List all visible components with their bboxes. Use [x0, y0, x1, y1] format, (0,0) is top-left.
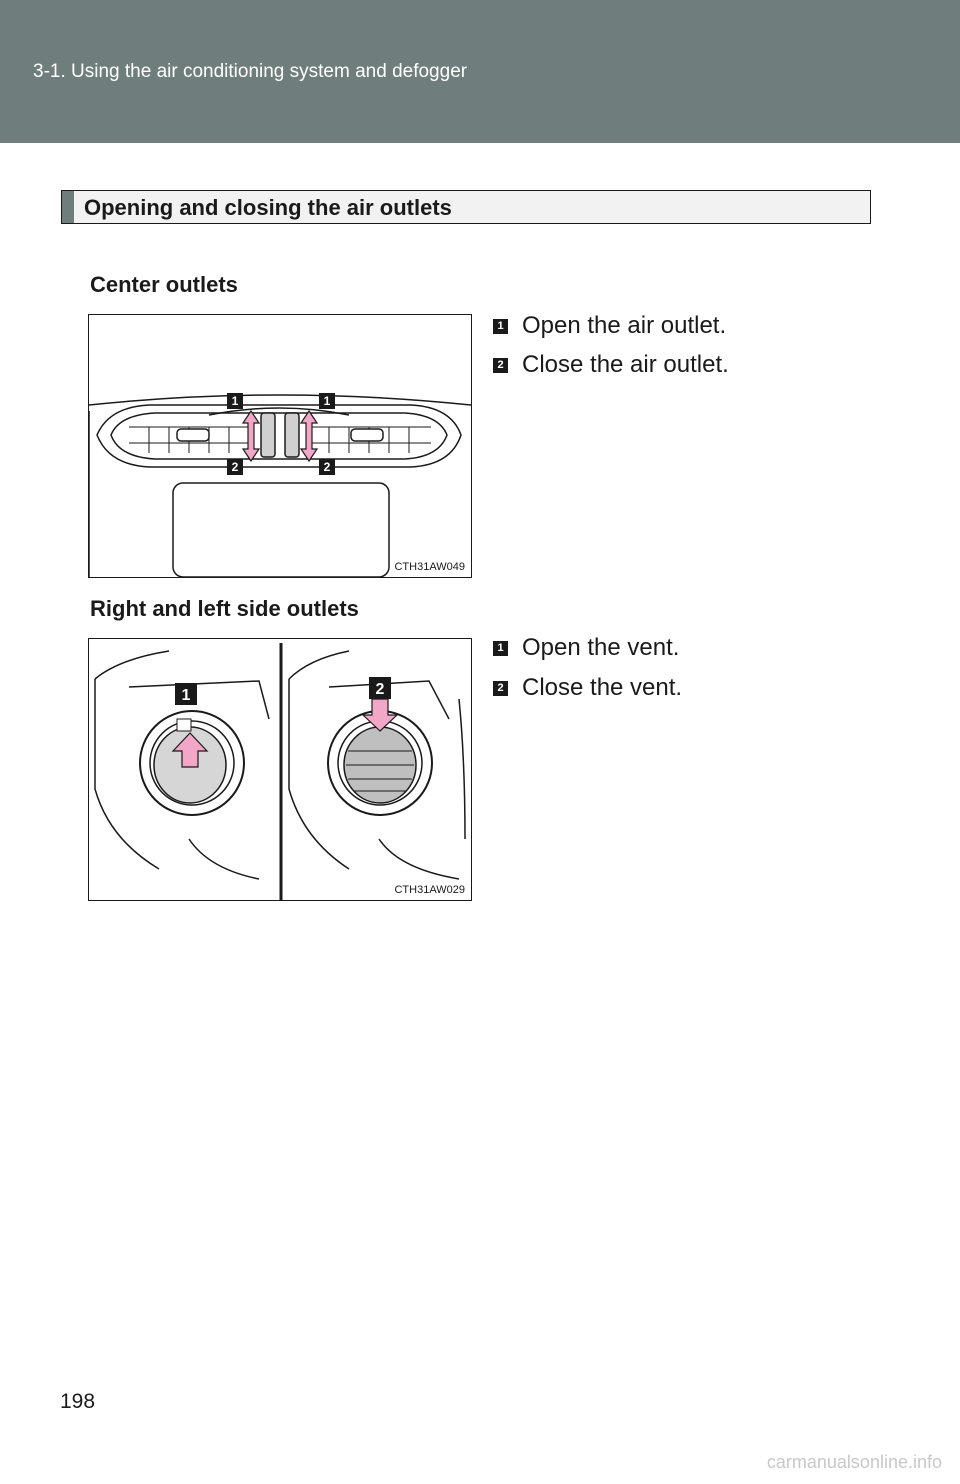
step-text: Close the air outlet. [522, 351, 729, 378]
breadcrumb: 3-1. Using the air conditioning system a… [33, 61, 468, 82]
side-outlets-heading: Right and left side outlets [90, 596, 359, 621]
step-number-badge: 1 [493, 640, 508, 656]
watermark: carmanualsonline.info [766, 1452, 942, 1472]
svg-text:2: 2 [324, 460, 331, 474]
center-step-1: 1 Open the air outlet. [493, 312, 726, 340]
side-step-2: 2 Close the vent. [493, 674, 682, 702]
center-outlets-heading: Center outlets [90, 272, 238, 297]
section-marker [62, 191, 74, 223]
callout-1-left: 1 [227, 393, 243, 409]
center-figure-code: CTH31AW049 [394, 561, 465, 573]
svg-text:2: 2 [376, 681, 385, 698]
step-number-badge: 1 [493, 318, 508, 334]
callout-2-left: 2 [227, 459, 243, 475]
section-title: Opening and closing the air outlets [84, 195, 452, 220]
callout-1-right: 1 [319, 393, 335, 409]
page-header: 3-1. Using the air conditioning system a… [0, 0, 960, 143]
side-outlets-figure: 1 2 CTH31AW029 [88, 638, 472, 901]
side-figure-code: CTH31AW029 [394, 884, 465, 896]
step-number-badge: 2 [493, 680, 508, 696]
svg-text:1: 1 [182, 687, 191, 704]
step-text: Open the vent. [522, 634, 680, 661]
side-outlets-illustration: 1 2 [94, 643, 466, 900]
page-number: 198 [60, 1390, 96, 1413]
side-step-1: 1 Open the vent. [493, 634, 679, 662]
step-text: Open the air outlet. [522, 312, 727, 339]
center-step-2: 2 Close the air outlet. [493, 351, 729, 379]
step-number-badge: 2 [493, 357, 508, 373]
callout-1: 1 [175, 683, 197, 705]
svg-text:1: 1 [232, 394, 239, 408]
section-title-bar: Opening and closing the air outlets [61, 190, 871, 224]
step-text: Close the vent. [522, 674, 683, 701]
svg-text:1: 1 [324, 394, 331, 408]
svg-text:2: 2 [232, 460, 239, 474]
callout-2: 2 [369, 677, 391, 699]
center-outlets-figure: 1 1 2 2 CTH31AW049 [88, 314, 472, 578]
center-outlets-illustration: 1 1 2 2 [89, 393, 471, 577]
callout-2-right: 2 [319, 459, 335, 475]
